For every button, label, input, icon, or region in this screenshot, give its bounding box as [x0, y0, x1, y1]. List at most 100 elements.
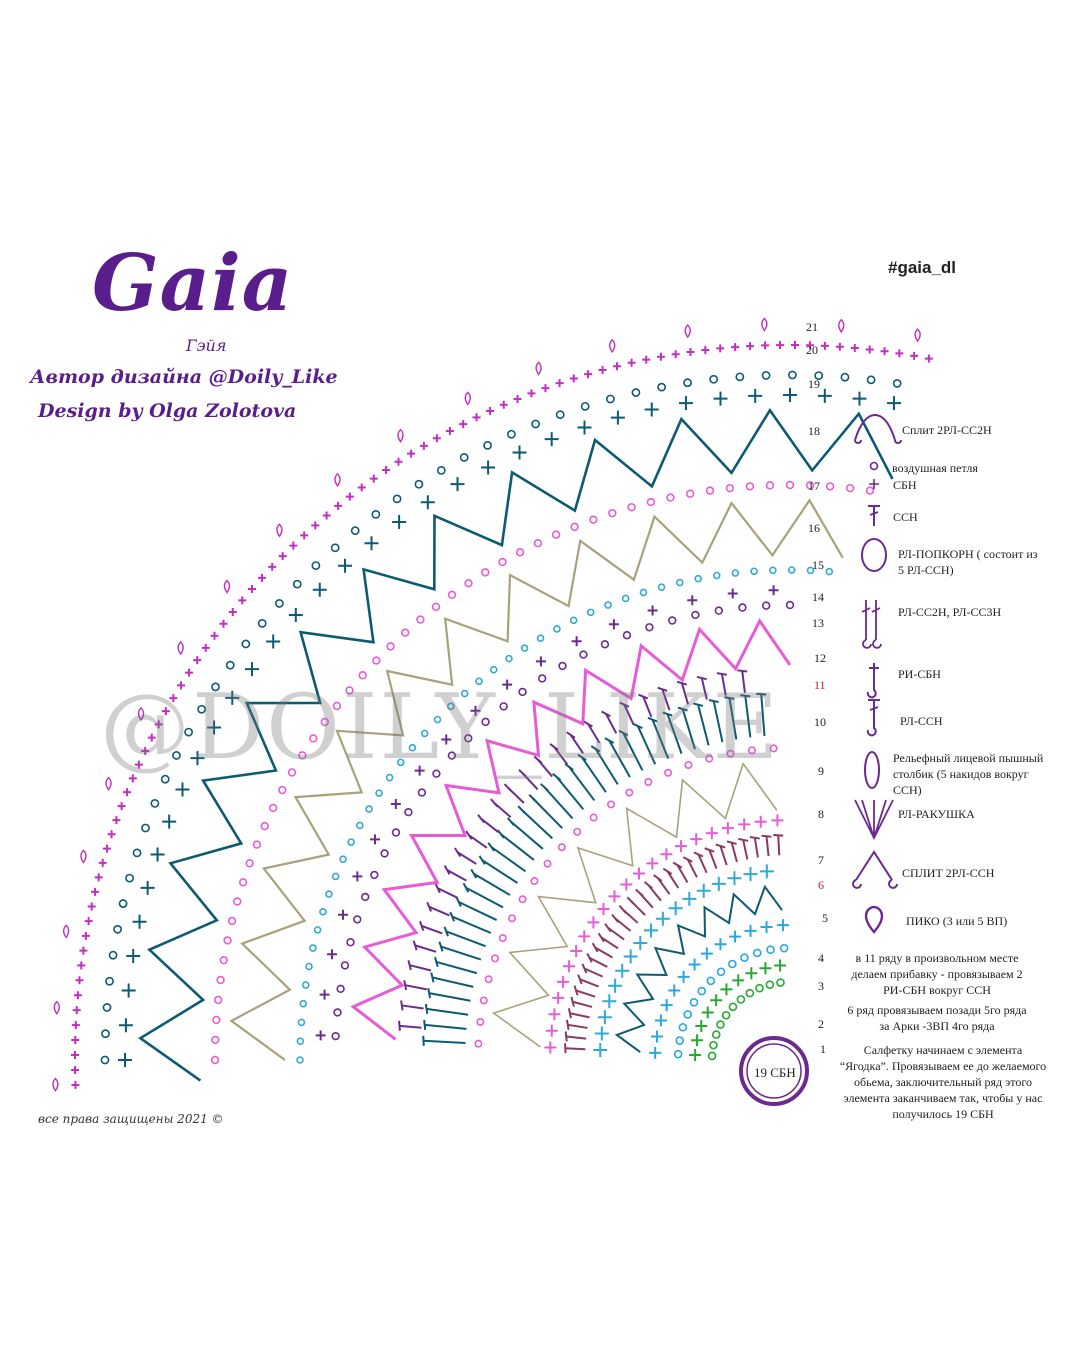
sc-mark	[71, 1036, 80, 1045]
chain-stitch-mark	[460, 689, 469, 698]
sc-mark	[535, 656, 546, 667]
sc-mark	[548, 1008, 561, 1021]
dc-mark	[500, 833, 535, 861]
row-number: 6	[818, 878, 824, 892]
chain-stitch-mark	[459, 453, 469, 462]
chain-stitch-mark	[372, 656, 381, 665]
sc-mark	[322, 511, 331, 520]
dc-mark	[423, 1019, 427, 1030]
chain-stitch-mark	[726, 749, 735, 758]
chain-stitch-mark	[765, 980, 775, 989]
sc-mark	[865, 345, 874, 354]
dc-mark	[506, 817, 515, 827]
sc-mark	[278, 552, 287, 561]
chain-stitch-mark	[347, 838, 355, 846]
chain-stitch-mark	[557, 843, 566, 852]
chain-stitch-mark	[785, 600, 795, 610]
sc-mark	[319, 989, 330, 1000]
dc-mark	[618, 905, 627, 914]
chain-stitch-mark	[750, 567, 758, 576]
chain-stitch-mark	[245, 859, 254, 868]
dc-mark	[440, 945, 482, 961]
picot-mark	[761, 317, 768, 332]
picot-mark	[53, 1000, 60, 1015]
sc-mark	[677, 970, 690, 983]
dc-mark	[399, 1024, 422, 1029]
chain-stitch-mark	[216, 975, 225, 985]
sc-mark	[783, 388, 797, 402]
sc-mark	[587, 916, 600, 929]
sc-mark	[338, 558, 353, 573]
chain-stitch-mark	[600, 640, 610, 649]
sc-mark	[352, 871, 363, 882]
dc-mark	[607, 926, 625, 941]
chain-stitch-mark	[108, 950, 118, 960]
chain-stitch-mark	[779, 943, 789, 953]
sc-mark	[225, 690, 240, 705]
dc-mark	[426, 1007, 469, 1016]
chain-stitch-mark	[607, 800, 616, 809]
sc-mark	[544, 1041, 557, 1054]
hashtag: #gaia_dl	[888, 258, 957, 277]
chain-stitch-mark	[331, 872, 340, 881]
chain-stitch-mark	[769, 566, 777, 575]
sc-mark	[671, 350, 680, 359]
legend-label: РЛ-РАКУШКА	[898, 807, 975, 821]
dc-mark	[517, 805, 526, 815]
legend-label: СБН	[893, 478, 917, 492]
sc-mark	[759, 962, 772, 975]
row-number: 9	[818, 764, 824, 778]
chain-stitch-mark	[728, 959, 737, 969]
sc-mark	[394, 457, 403, 466]
sc-mark	[73, 991, 82, 1000]
chain-stitch-mark	[274, 599, 284, 608]
chain-stitch-mark	[475, 677, 483, 686]
sc-mark	[541, 384, 550, 393]
row-number: 5	[822, 911, 828, 925]
dc-mark	[626, 896, 636, 906]
chain-stitch-mark	[101, 1029, 110, 1039]
row-number: 19	[808, 377, 820, 391]
dc-mark	[543, 786, 574, 820]
sc-mark	[705, 827, 718, 840]
sc-mark	[486, 406, 495, 415]
dc-mark	[666, 870, 680, 889]
picot-mark	[535, 361, 542, 376]
sc-mark	[678, 396, 693, 411]
chain-stitch-mark	[233, 897, 242, 906]
sc-mark	[687, 595, 698, 606]
chain-stitch-mark	[431, 602, 441, 612]
dc-mark	[552, 772, 562, 781]
sc-mark	[577, 420, 592, 435]
picot-mark	[914, 328, 921, 343]
sc-mark	[642, 355, 651, 364]
picot-mark	[608, 338, 616, 354]
chain-stitch-mark	[675, 578, 684, 587]
sc-mark	[207, 720, 222, 735]
row-number: 16	[808, 521, 820, 535]
sc-mark	[71, 1051, 80, 1060]
chain-stitch-mark	[755, 983, 764, 993]
rl-dc-icon	[866, 699, 880, 737]
dc-mark	[601, 710, 611, 718]
dc-mark	[740, 694, 751, 698]
split-2rl-ss2n-icon	[854, 413, 902, 444]
sc-mark	[94, 873, 103, 882]
legend-label: РИ-СБН	[898, 667, 941, 681]
sc-mark	[738, 818, 751, 831]
dc-mark	[567, 1023, 588, 1029]
sc-mark	[126, 948, 141, 963]
chain-stitch-mark	[845, 483, 855, 493]
dc-mark	[422, 1035, 425, 1046]
chain-stitch-mark	[172, 751, 181, 760]
sc-mark	[499, 400, 508, 409]
dc-mark	[473, 872, 511, 896]
dc-mark	[569, 734, 584, 754]
dc-mark	[414, 944, 437, 953]
sc-mark	[623, 949, 638, 964]
dc-mark	[428, 992, 471, 1002]
sc-mark	[632, 867, 645, 880]
dc-mark	[490, 798, 499, 808]
sc-mark	[660, 999, 673, 1012]
